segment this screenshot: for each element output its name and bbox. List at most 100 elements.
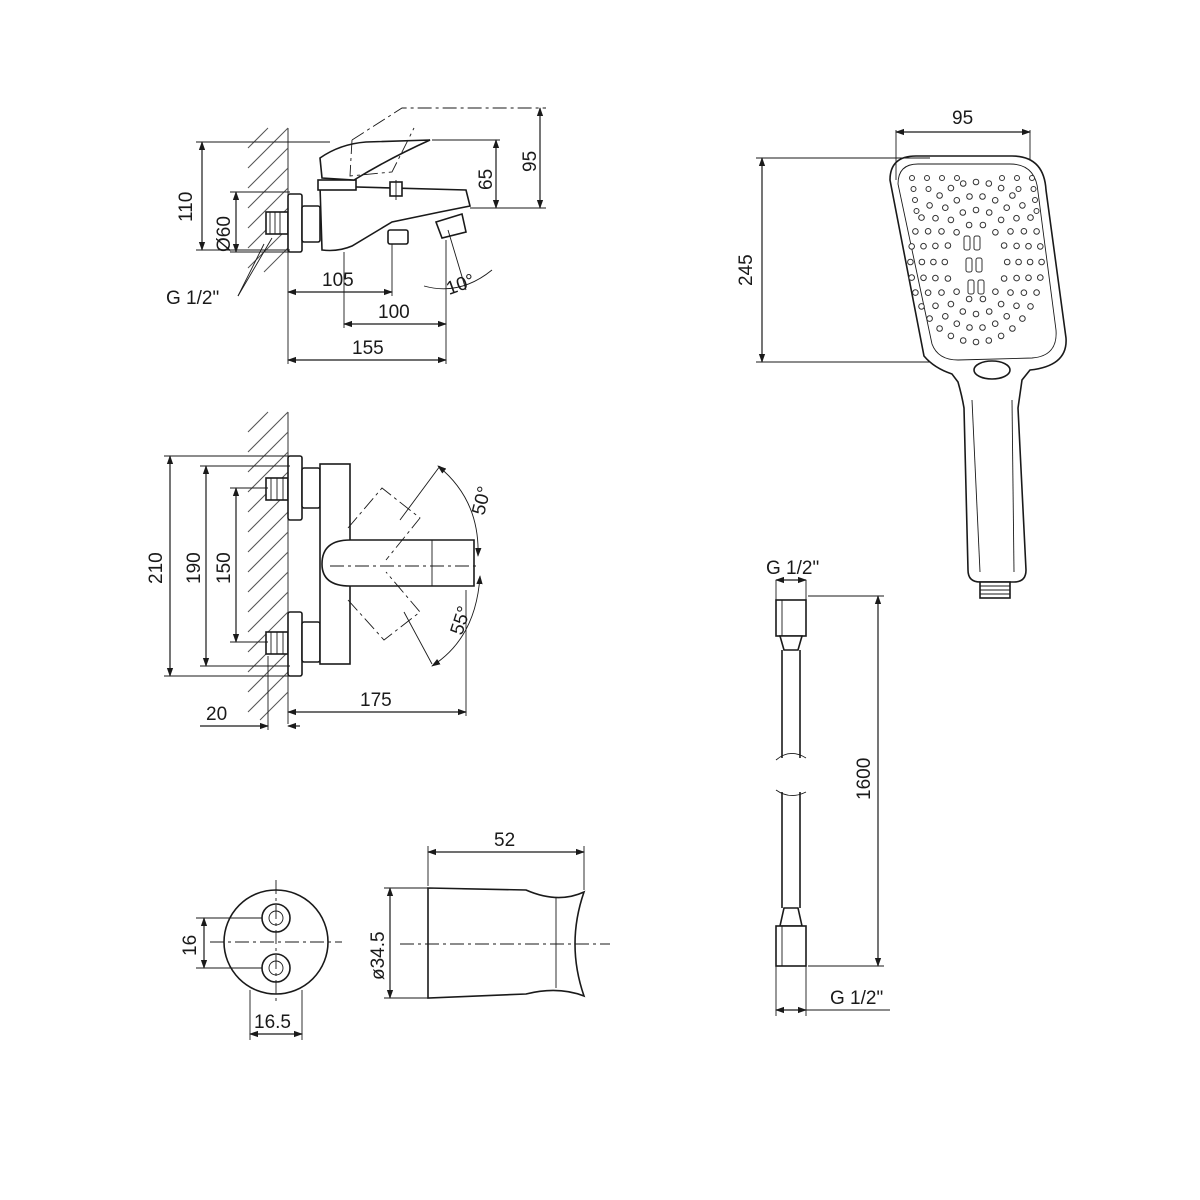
nozzle-dot <box>999 175 1005 181</box>
nozzle-dot <box>939 175 945 181</box>
nozzle-dot <box>932 274 939 282</box>
nozzle-dot <box>1009 325 1016 332</box>
nozzle-dot <box>966 193 973 200</box>
nozzle-dot <box>1003 258 1011 266</box>
hose-fitting-bottom <box>775 925 807 967</box>
holder-body <box>427 887 586 999</box>
nozzle-dot <box>965 295 973 303</box>
nozzle-dot <box>953 288 960 296</box>
dim-head-length: 245 <box>736 254 757 286</box>
nozzle-dot <box>1025 242 1032 250</box>
handle-front <box>321 539 475 587</box>
dim-20: 20 <box>206 704 227 725</box>
nozzle-dot <box>985 209 993 216</box>
nozzle-dot <box>908 243 916 250</box>
nozzle-dot <box>953 197 961 204</box>
nozzle-dot <box>925 186 932 192</box>
nozzle-dot <box>1025 274 1032 282</box>
flange-upper <box>287 455 303 521</box>
dim-150: 150 <box>214 552 235 584</box>
nozzle-dot <box>991 320 999 328</box>
nozzle-dot <box>941 258 949 266</box>
thread-label-hose-bottom: G 1/2" <box>830 988 883 1009</box>
nozzle-dot <box>959 337 967 344</box>
hose-fitting-top <box>775 599 807 637</box>
nozzle-dot <box>1013 242 1020 250</box>
dim-head-width: 95 <box>952 108 973 129</box>
dim-16-5: 16.5 <box>254 1012 291 1033</box>
nozzle-dot <box>1000 275 1008 282</box>
nozzle-dot <box>1020 228 1028 235</box>
nozzle-dot <box>924 289 932 297</box>
dim-95: 95 <box>520 151 541 172</box>
nozzle-dot <box>1013 274 1020 282</box>
spray-nozzles <box>907 175 1045 346</box>
nozzle-dot <box>920 242 927 250</box>
nozzle-dot <box>959 308 967 315</box>
nozzle-dot <box>1013 214 1020 222</box>
dim-210: 210 <box>146 552 167 584</box>
nozzle-dot <box>944 242 952 249</box>
nozzle-dot <box>1033 208 1040 214</box>
angle-55: 55° <box>447 604 476 638</box>
dim-52: 52 <box>494 830 515 851</box>
nozzle-dot <box>1033 289 1040 296</box>
nozzle-dot <box>938 289 945 296</box>
nozzle-dot <box>997 216 1005 224</box>
nozzle-dot <box>918 258 926 266</box>
nozzle-dot <box>992 288 999 296</box>
nozzle-dot <box>908 274 916 281</box>
dim-105: 105 <box>322 270 354 291</box>
nozzle-dot <box>947 216 955 224</box>
nozzle-dot <box>1000 242 1008 249</box>
nozzle-dot <box>932 214 939 222</box>
nozzle-dot <box>997 332 1005 340</box>
dim-100: 100 <box>378 302 410 323</box>
spout-angle-label: 10° <box>444 270 478 300</box>
nozzle-dot <box>966 324 973 331</box>
nozzle-dot <box>926 202 933 209</box>
nozzle-dot <box>1003 313 1011 320</box>
nozzle-dot <box>909 175 915 181</box>
shower-head: 95 245 <box>736 108 1067 599</box>
dim-hose-length: 1600 <box>854 758 875 800</box>
nozzle-dot <box>992 229 999 236</box>
nozzle-dot <box>997 184 1005 192</box>
nozzle-dot <box>1007 289 1014 296</box>
nozzle-dot <box>1019 315 1026 322</box>
holder-side-view: 52 ø34.5 <box>368 830 610 999</box>
nozzle-dot <box>979 324 986 331</box>
mixer-body <box>319 185 471 252</box>
nut-top <box>301 205 321 243</box>
nozzle-dot <box>1037 243 1044 250</box>
nozzle-dot <box>1027 214 1034 221</box>
nozzle-dot <box>965 221 973 229</box>
nozzle-dot <box>997 300 1005 308</box>
dim-16: 16 <box>180 935 201 956</box>
dim-65: 65 <box>476 169 497 190</box>
nozzle-dot <box>1015 258 1022 266</box>
nozzle-dot <box>924 228 932 235</box>
nozzle-dot <box>972 206 980 214</box>
nozzle-dot <box>1029 175 1035 181</box>
nozzle-dot <box>972 310 980 318</box>
nozzle-dot <box>979 295 987 303</box>
flange-lower <box>287 611 303 677</box>
dim-155: 155 <box>352 338 384 359</box>
shower-hose: G 1/2" 1600 G 1/2" <box>766 558 890 1016</box>
nozzle-dot <box>944 275 952 282</box>
mixer-side-view: 10° 110 Ø60 G 1/2" 65 95 105 100 <box>166 107 546 364</box>
nozzle-dot <box>947 184 955 192</box>
nozzle-dot <box>1038 258 1045 266</box>
nozzle-dot <box>920 274 927 282</box>
dim-bore-diameter: ø34.5 <box>368 931 389 980</box>
shower-mode-button <box>973 360 1011 380</box>
nozzle-dot <box>1015 186 1022 192</box>
angle-50: 50° <box>468 484 495 517</box>
dim-inlet-diameter: Ø60 <box>214 216 235 252</box>
nozzle-dot <box>924 175 930 181</box>
nozzle-dot <box>1037 274 1044 281</box>
nozzle-dot <box>947 332 955 340</box>
nozzle-dot <box>959 180 967 187</box>
